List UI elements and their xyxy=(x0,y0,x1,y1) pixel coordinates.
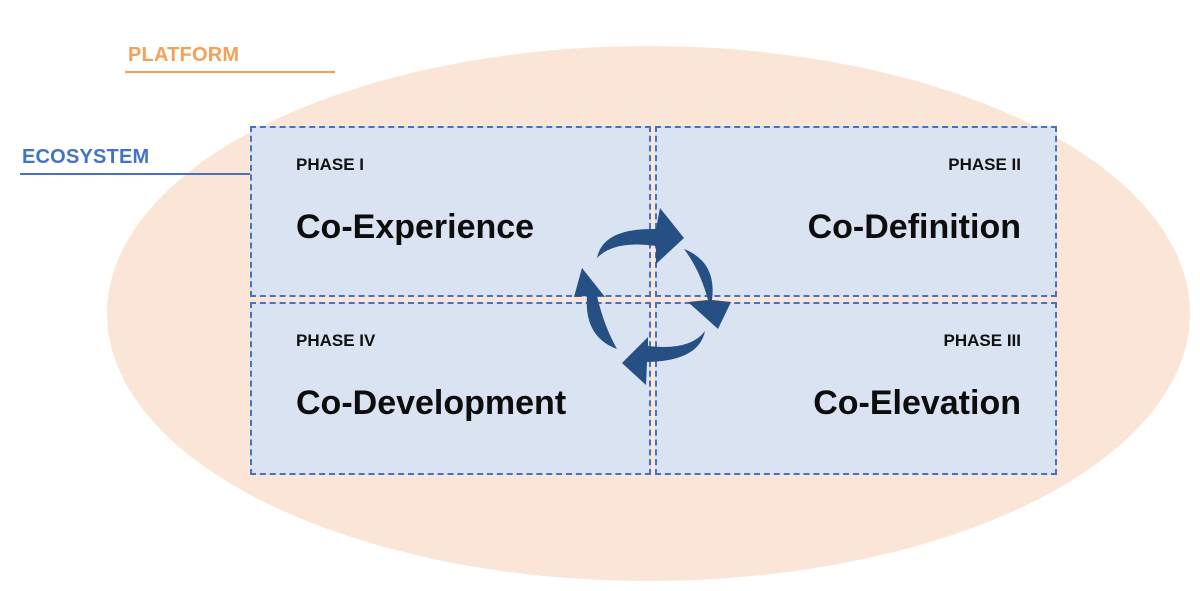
phase-tag-3: PHASE III xyxy=(943,331,1021,350)
platform-leader-line xyxy=(125,71,335,73)
phase-name-3: Co-Elevation xyxy=(813,384,1021,422)
phase-tag-1: PHASE I xyxy=(296,155,365,174)
ecosystem-leader-line xyxy=(20,173,250,175)
phase-box-2: PHASE II Co-Definition xyxy=(655,126,1057,297)
phase-tag-2: PHASE II xyxy=(948,155,1021,174)
phase-tag-4: PHASE IV xyxy=(296,331,376,350)
phase-name-1: Co-Experience xyxy=(296,208,535,246)
phase-box-4: PHASE IV Co-Development xyxy=(250,302,651,475)
phase-name-4: Co-Development xyxy=(296,384,567,422)
ecosystem-label: ECOSYSTEM xyxy=(22,146,150,168)
phase-box-3: PHASE III Co-Elevation xyxy=(655,302,1057,475)
phase-box-1: PHASE I Co-Experience xyxy=(250,126,651,297)
phase-name-2: Co-Definition xyxy=(807,208,1021,246)
platform-label: PLATFORM xyxy=(128,44,240,66)
